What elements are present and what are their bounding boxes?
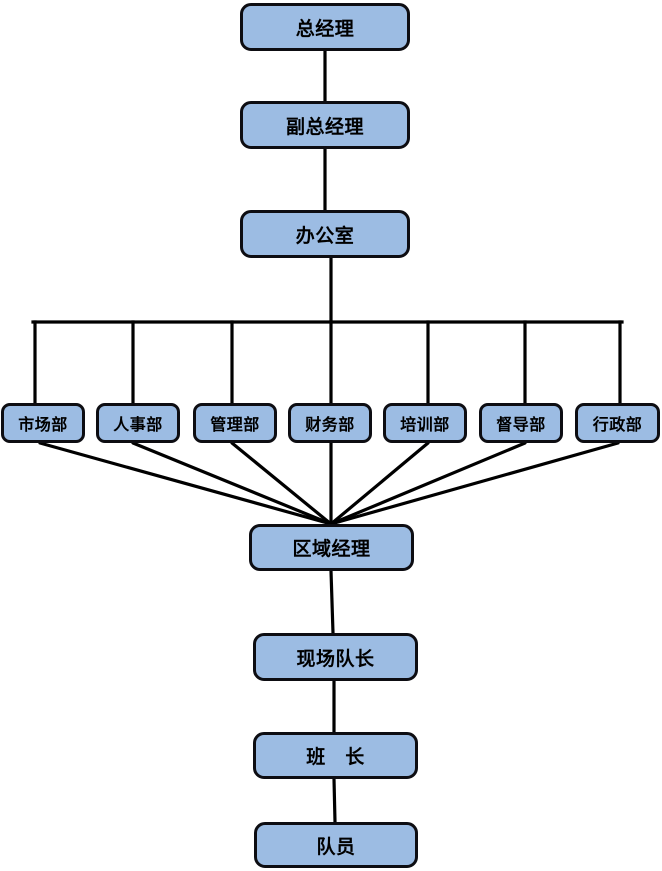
converge-management — [230, 441, 333, 526]
node-department-administration[interactable]: 行政部 — [575, 403, 660, 443]
node-department-supervision[interactable]: 督导部 — [479, 403, 563, 443]
converge-marketing — [38, 441, 333, 526]
converge-human-resources — [131, 441, 333, 526]
converge-training — [329, 441, 430, 526]
node-department-management[interactable]: 管理部 — [193, 403, 277, 443]
node-general-manager[interactable]: 总经理 — [240, 3, 410, 51]
node-regional-manager[interactable]: 区域经理 — [249, 524, 414, 571]
converge-supervision — [329, 441, 527, 526]
node-department-marketing[interactable]: 市场部 — [1, 403, 85, 443]
connector-leader-to-member — [332, 778, 337, 823]
node-department-human-resources[interactable]: 人事部 — [96, 403, 180, 443]
node-deputy-general-manager[interactable]: 副总经理 — [240, 101, 410, 149]
node-team-leader[interactable]: 班 长 — [253, 732, 418, 779]
connector-rm-to-captain — [329, 570, 335, 634]
node-team-member[interactable]: 队员 — [254, 822, 418, 868]
node-site-captain[interactable]: 现场队长 — [253, 633, 418, 681]
node-department-training[interactable]: 培训部 — [383, 403, 467, 443]
node-department-finance[interactable]: 财务部 — [288, 403, 372, 443]
converge-administration — [329, 441, 620, 526]
node-office[interactable]: 办公室 — [240, 210, 410, 258]
